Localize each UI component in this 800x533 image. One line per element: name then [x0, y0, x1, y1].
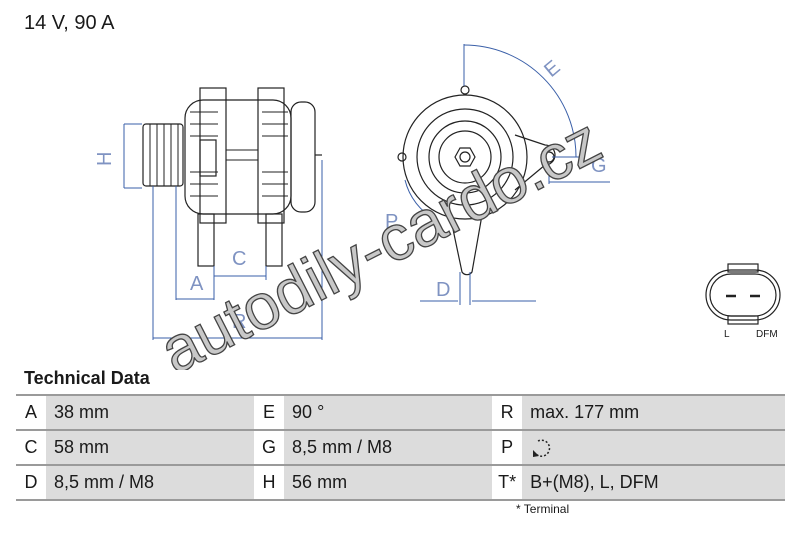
- connector-pin-l: L: [724, 329, 730, 340]
- spec-value: 8,5 mm / M8: [46, 464, 255, 501]
- dim-label-d: D: [436, 279, 450, 301]
- spec-value: 38 mm: [46, 394, 255, 431]
- spec-key: P: [492, 429, 523, 466]
- spec-value-rotation: [522, 429, 785, 466]
- front-view: [397, 85, 556, 276]
- spec-key: R: [492, 394, 523, 431]
- spec-key: D: [16, 464, 46, 501]
- dim-label-h: H: [94, 152, 116, 166]
- spec-key: C: [16, 429, 46, 466]
- table-row: C 58 mm G 8,5 mm / M8 P: [16, 429, 785, 466]
- product-title: 14 V, 90 A: [24, 12, 115, 34]
- dim-label-a: A: [190, 273, 204, 295]
- spec-key: E: [254, 394, 285, 431]
- connector-icon: [705, 263, 781, 325]
- side-view: [142, 87, 322, 267]
- technical-data-table: A 38 mm E 90 ° R max. 177 mm C 58 mm G 8…: [16, 394, 785, 501]
- spec-value: B+(M8), L, DFM: [522, 464, 785, 501]
- dim-label-r: R: [232, 311, 246, 333]
- dimension-lines: [123, 44, 610, 340]
- spec-value: max. 177 mm: [522, 394, 785, 431]
- spec-value: 8,5 mm / M8: [284, 429, 493, 466]
- spec-value: 90 °: [284, 394, 493, 431]
- clockwise-rotation-icon: [533, 439, 551, 457]
- spec-value: 58 mm: [46, 429, 255, 466]
- dim-label-g: G: [591, 155, 607, 177]
- spec-key: H: [254, 464, 285, 501]
- spec-key: A: [16, 394, 46, 431]
- dim-label-c: C: [232, 248, 246, 270]
- watermark: autodily-cardo.cz: [149, 104, 613, 370]
- spec-value: 56 mm: [284, 464, 493, 501]
- alternator-drawing: H A C R E G P D autodily-cardo.cz: [94, 44, 781, 370]
- table-row: D 8,5 mm / M8 H 56 mm T* B+(M8), L, DFM: [16, 464, 785, 501]
- spec-key: T*: [492, 464, 523, 501]
- terminal-footnote: * Terminal: [516, 502, 570, 516]
- table-row: A 38 mm E 90 ° R max. 177 mm: [16, 394, 785, 431]
- dim-label-p: P: [385, 211, 398, 233]
- technical-data-title: Technical Data: [24, 368, 150, 388]
- spec-key: G: [254, 429, 285, 466]
- connector-pin-dfm: DFM: [756, 329, 778, 340]
